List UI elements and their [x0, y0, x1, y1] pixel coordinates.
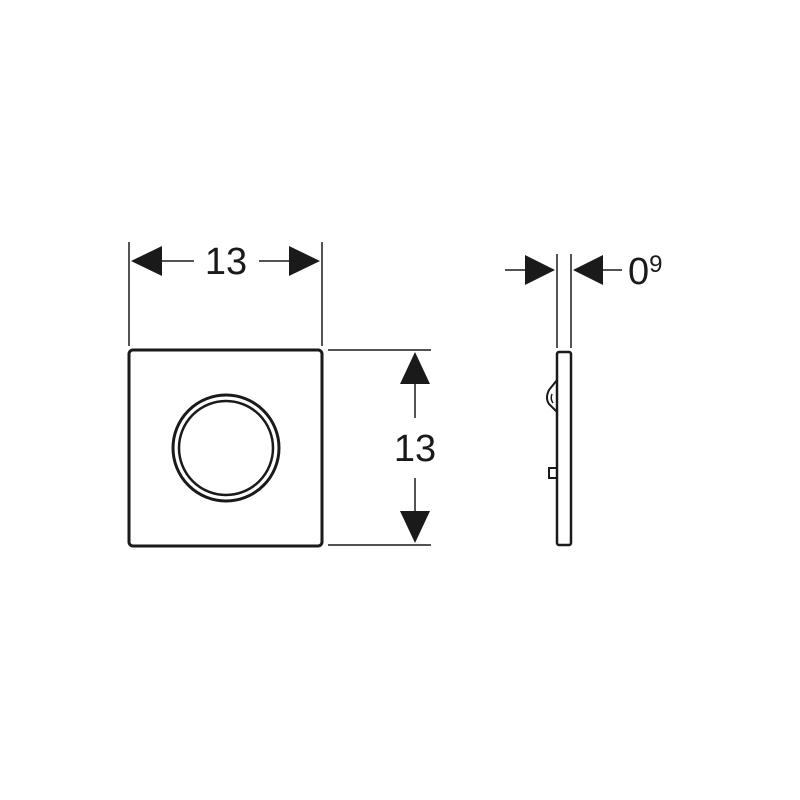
thickness-label: 09: [628, 251, 663, 293]
thickness-arrowhead-right: [573, 255, 603, 285]
height-label: 13: [394, 428, 436, 470]
height-dimension: 13: [328, 349, 436, 546]
side-plate-outline: [555, 350, 573, 547]
height-arrowhead-bottom: [400, 511, 430, 543]
width-arrowhead-right: [289, 246, 320, 276]
button-ring-outer: [171, 393, 281, 503]
height-arrowhead-top: [400, 352, 430, 384]
thickness-dimension: 09: [505, 251, 663, 348]
flush-plate-outline: [127, 348, 324, 548]
width-dimension: 13: [128, 241, 323, 346]
side-view: [546, 350, 573, 547]
width-arrowhead-left: [131, 246, 162, 276]
thickness-label-sup: 9: [649, 251, 662, 278]
front-view: [127, 348, 324, 548]
thickness-arrowhead-left: [525, 255, 555, 285]
side-clip-upper-detail: [550, 393, 554, 404]
button-ring-inner: [177, 399, 275, 497]
width-label: 13: [205, 241, 247, 283]
side-clip-lower: [548, 467, 557, 479]
side-clip-upper: [546, 379, 558, 413]
thickness-label-main: 0: [628, 251, 649, 293]
